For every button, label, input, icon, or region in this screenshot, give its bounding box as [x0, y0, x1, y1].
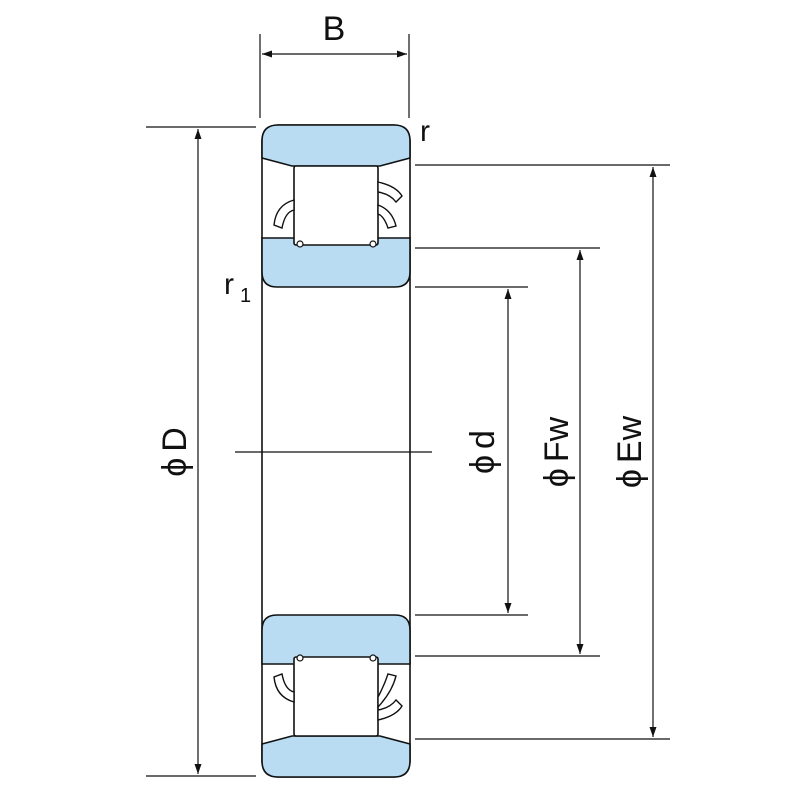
svg-text:ϕd: ϕd: [464, 430, 502, 474]
roller-top: [293, 165, 379, 246]
outer-ring-bottom: [261, 735, 411, 778]
cage-left-bottom: [273, 673, 295, 703]
roller-bottom: [293, 656, 379, 737]
label-phi-d: ϕd: [464, 430, 502, 474]
cage-right-top: [377, 181, 403, 204]
svg-text:ϕFw: ϕFw: [538, 416, 576, 487]
label-phi-D: ϕD: [156, 427, 194, 477]
cage-right-bottom: [377, 673, 397, 709]
label-r1: r: [224, 268, 234, 301]
rivet: [296, 654, 304, 662]
inner-ring-top: [261, 237, 411, 288]
label-phi-Fw: ϕFw: [538, 416, 576, 487]
cage-right-top-2: [377, 204, 397, 229]
svg-text:ϕD: ϕD: [156, 427, 194, 477]
label-r: r: [420, 115, 430, 148]
label-phi-Ew: ϕEw: [611, 415, 649, 488]
cage-right-bottom-2: [377, 698, 403, 721]
rivet: [369, 654, 377, 662]
rivet: [369, 240, 377, 248]
cage-left-top: [273, 199, 295, 229]
inner-ring-bottom: [261, 614, 411, 665]
outer-ring-top: [261, 124, 411, 167]
svg-text:ϕEw: ϕEw: [611, 415, 649, 488]
rivet: [296, 240, 304, 248]
label-B: B: [323, 10, 346, 48]
label-r1-subscript: 1: [240, 285, 251, 307]
